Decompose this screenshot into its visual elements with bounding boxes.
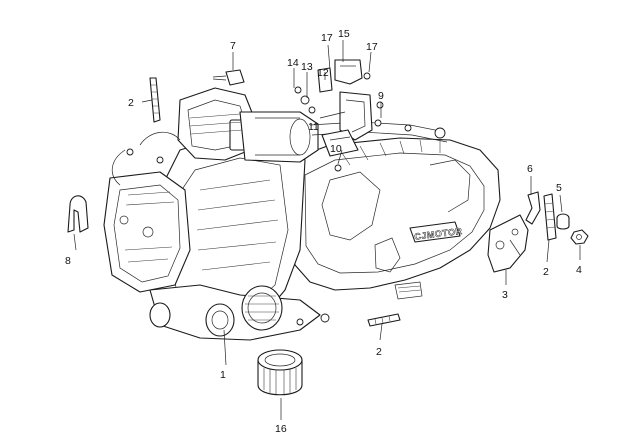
callout-16: 16 bbox=[275, 423, 287, 433]
callout-6: 6 bbox=[527, 163, 533, 175]
bracket-plate-3 bbox=[487, 214, 529, 273]
clip-strip-2-top bbox=[149, 77, 161, 123]
callout-3: 3 bbox=[502, 289, 508, 301]
callout-17: 17 bbox=[321, 32, 333, 44]
nut-4 bbox=[570, 229, 589, 245]
callout-2: 2 bbox=[543, 266, 549, 278]
callout-2: 2 bbox=[376, 346, 382, 358]
callout-2: 2 bbox=[128, 97, 134, 109]
sleeve-5 bbox=[556, 213, 570, 230]
callout-10: 10 bbox=[330, 143, 342, 155]
callout-12: 12 bbox=[317, 67, 329, 79]
callout-11: 11 bbox=[308, 121, 319, 133]
callout-5: 5 bbox=[556, 182, 562, 194]
oil-filter-cap-16 bbox=[257, 349, 303, 396]
bracket-8 bbox=[67, 195, 89, 233]
callout-4: 4 bbox=[576, 264, 582, 276]
callout-17: 17 bbox=[366, 41, 378, 53]
bracket-cluster bbox=[294, 59, 384, 172]
strap-6 bbox=[525, 191, 541, 225]
clip-strip-2-bottom bbox=[367, 313, 401, 327]
sensor-7 bbox=[212, 69, 245, 86]
callout-1: 1 bbox=[220, 369, 226, 381]
callout-13: 13 bbox=[301, 61, 313, 73]
callout-labels: 7 2 14 13 17 15 17 12 9 11 10 8 1 16 2 3… bbox=[65, 28, 582, 433]
callout-14: 14 bbox=[287, 57, 299, 69]
callout-8: 8 bbox=[65, 255, 71, 267]
callout-15: 15 bbox=[338, 28, 350, 40]
clip-strip-2-right bbox=[543, 193, 557, 241]
engine-assembly: CJMOTOR bbox=[103, 87, 501, 341]
callout-7: 7 bbox=[230, 40, 236, 52]
leader-lines bbox=[73, 40, 581, 420]
callout-9: 9 bbox=[378, 90, 384, 102]
